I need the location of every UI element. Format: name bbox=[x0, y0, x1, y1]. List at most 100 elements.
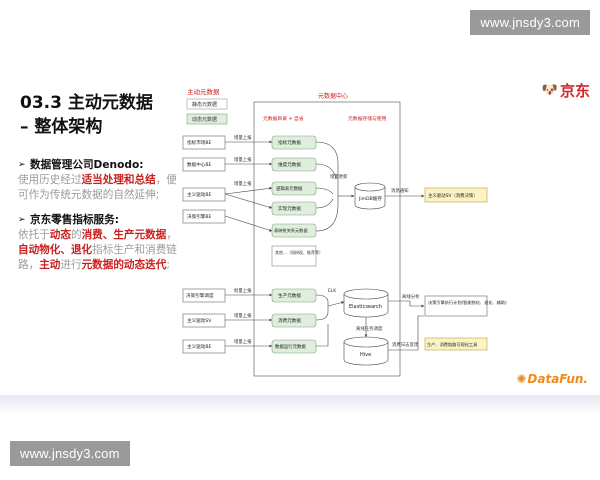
slide-title: 03.3 主动元数据 bbox=[20, 93, 153, 113]
metadata-center-title: 元数据中心 bbox=[318, 92, 348, 100]
jd-dog-icon: 🐶 bbox=[541, 83, 558, 98]
datafun-logo: ✺ DataFun. bbox=[516, 372, 588, 386]
hive-store: Hive bbox=[343, 336, 389, 366]
source-label: 数据中心BE bbox=[187, 161, 212, 168]
notify-label: 消息通知 bbox=[391, 187, 409, 194]
bullet-heading-text: 京东零售指标服务: bbox=[30, 214, 119, 226]
consumer-label: 主义驱动SV（消费决策） bbox=[428, 192, 478, 199]
legend-static-label: 静态元数据 bbox=[192, 101, 217, 108]
body-text-segment: ; bbox=[166, 259, 170, 271]
analysis-arrows bbox=[388, 300, 425, 351]
jimdb-label: JimDB缓存 bbox=[358, 195, 382, 202]
source-box bbox=[182, 288, 226, 303]
hive-label: Hive bbox=[360, 352, 371, 358]
source-box bbox=[182, 339, 226, 354]
highlight-text: 适当处理和总结 bbox=[81, 174, 156, 186]
upper-sources: 指标市场BE 数据中心BE 主义驱动BE 决策引擎BE bbox=[182, 135, 226, 224]
bullet-heading: ➢ 数据管理公司Denodo: bbox=[18, 158, 178, 173]
metadata-box bbox=[271, 223, 317, 238]
other-metadata-box bbox=[271, 245, 317, 267]
metadata-box bbox=[271, 201, 317, 216]
body-text-segment: 的 bbox=[70, 229, 82, 241]
bullet-heading-text: 数据管理公司Denodo: bbox=[30, 159, 144, 171]
lower-sources: 决策引擎调度 主义驱动SV 主义驱动BE bbox=[182, 288, 226, 354]
tool-box-label: 生产、消费链路可视化工具 bbox=[427, 341, 478, 348]
metadata-label: 数据运行元数据 bbox=[275, 343, 306, 350]
elasticsearch-store: Elasticsearch bbox=[343, 288, 389, 318]
catalog-header: 元数据目录 + 自省 bbox=[263, 115, 304, 122]
source-label: 决策引擎调度 bbox=[186, 292, 214, 299]
slide-shadow bbox=[0, 395, 600, 415]
store-label: 增量更新 bbox=[330, 173, 348, 180]
source-box bbox=[182, 313, 226, 328]
store-bracket-arrows bbox=[315, 141, 355, 232]
analysis-label: 离线分析 bbox=[402, 293, 420, 300]
legend-static-box bbox=[186, 98, 228, 110]
metadata-label: 生产元数据 bbox=[278, 292, 301, 299]
es-bracket-arrows bbox=[315, 294, 345, 347]
report-label: 增量上报 bbox=[234, 156, 252, 163]
source-label: 指标市场BE bbox=[187, 139, 212, 146]
datafun-logo-text: DataFun. bbox=[527, 372, 588, 386]
source-box bbox=[182, 135, 226, 150]
slide-subtitle: – 整体架构 bbox=[20, 117, 103, 137]
report-label: 增量上报 bbox=[234, 180, 252, 187]
legend-dynamic-label: 动态元数据 bbox=[192, 116, 217, 123]
architecture-diagram: 主动元数据 静态元数据 动态元数据 元数据中心 元数据目录 + 自省 元数据存储… bbox=[182, 87, 507, 377]
arrow-bullet-icon: ➢ bbox=[18, 160, 26, 170]
metadata-label: 实现元数据 bbox=[278, 205, 301, 212]
body-text-segment: 指标生产和消费链路， bbox=[18, 244, 177, 271]
jd-logo: 🐶 京东 bbox=[542, 80, 590, 101]
metadata-label: 表映射关系元数据 bbox=[274, 227, 308, 234]
report-label: 增量上报 bbox=[234, 134, 252, 141]
body-text-segment: 使用历史经过 bbox=[18, 174, 82, 186]
bullet-body: 依托于动态的消费、生产元数据，自动物化、退化指标生产和消费链路，主动进行元数据的… bbox=[18, 228, 178, 273]
source-box bbox=[182, 209, 226, 224]
upper-source-arrows bbox=[224, 140, 273, 232]
other-metadata-label: 其他…（如授权、推荐等） bbox=[275, 249, 323, 255]
source-box bbox=[182, 157, 226, 172]
metadata-center-frame bbox=[253, 101, 401, 377]
metadata-box bbox=[271, 157, 317, 172]
body-text-segment: 依托于 bbox=[18, 229, 50, 241]
storage-header: 元数据存储与使用 bbox=[348, 115, 387, 122]
lower-source-arrows bbox=[225, 293, 273, 348]
body-text-segment: ，便可作为传统元数据的自然延伸; bbox=[18, 174, 177, 201]
sync-label: 离线任务调度 bbox=[356, 325, 383, 332]
report-label: 增量上报 bbox=[234, 338, 252, 345]
metadata-box bbox=[271, 339, 317, 354]
consumer-box bbox=[424, 187, 488, 203]
metadata-label: 指标元数据 bbox=[278, 139, 301, 146]
source-box bbox=[182, 187, 226, 202]
highlight-text: 元数据的动态迭代 bbox=[81, 259, 167, 271]
bullet-jd: ➢ 京东零售指标服务: 依托于动态的消费、生产元数据， 自动物化、退化指标生产和消… bbox=[18, 213, 178, 273]
metadata-label: 维度元数据 bbox=[278, 161, 301, 168]
metadata-label: 消费元数据 bbox=[278, 317, 301, 324]
metadata-box bbox=[271, 313, 317, 328]
legend-dynamic-box bbox=[186, 113, 228, 125]
arrow-bullet-icon: ➢ bbox=[18, 215, 26, 225]
jimdb-store: JimDB缓存 bbox=[354, 182, 386, 210]
source-label: 决策引擎BE bbox=[187, 213, 212, 220]
highlight-text: 消费、生产元数据 bbox=[81, 229, 167, 241]
highlight-text: 动态 bbox=[49, 229, 71, 241]
source-label: 主义驱动SV bbox=[187, 317, 212, 324]
body-text-segment: ， bbox=[166, 229, 177, 241]
source-label: 主义驱动BE bbox=[187, 343, 212, 350]
lower-metadata-boxes: 生产元数据 消费元数据 数据运行元数据 bbox=[271, 288, 317, 354]
jd-logo-text: 京东 bbox=[559, 82, 590, 100]
analysis-box-label: 决策引擎执行计划(智能物化、退化、辅助) bbox=[428, 299, 507, 306]
bullet-body: 使用历史经过适当处理和总结，便可作为传统元数据的自然延伸; bbox=[18, 173, 178, 203]
bullet-list: ➢ 数据管理公司Denodo: 使用历史经过适当处理和总结，便可作为传统元数据的… bbox=[18, 158, 178, 283]
metadata-label: 逻辑表元数据 bbox=[276, 185, 303, 192]
metadata-box bbox=[271, 288, 317, 303]
datafun-swirl-icon: ✺ bbox=[516, 372, 527, 386]
report-label: 增量上报 bbox=[234, 312, 252, 319]
metadata-box bbox=[271, 181, 317, 196]
highlight-text: 自动物化、退化 bbox=[18, 244, 93, 256]
metadata-boxes: 指标元数据 维度元数据 逻辑表元数据 实现元数据 表映射关系元数据 其他…（如授… bbox=[271, 135, 323, 267]
highlight-text: 主动 bbox=[39, 259, 61, 271]
elk-label: ELK bbox=[328, 288, 336, 294]
legend-title: 主动元数据 bbox=[187, 87, 220, 96]
source-label: 主义驱动BE bbox=[187, 191, 212, 198]
